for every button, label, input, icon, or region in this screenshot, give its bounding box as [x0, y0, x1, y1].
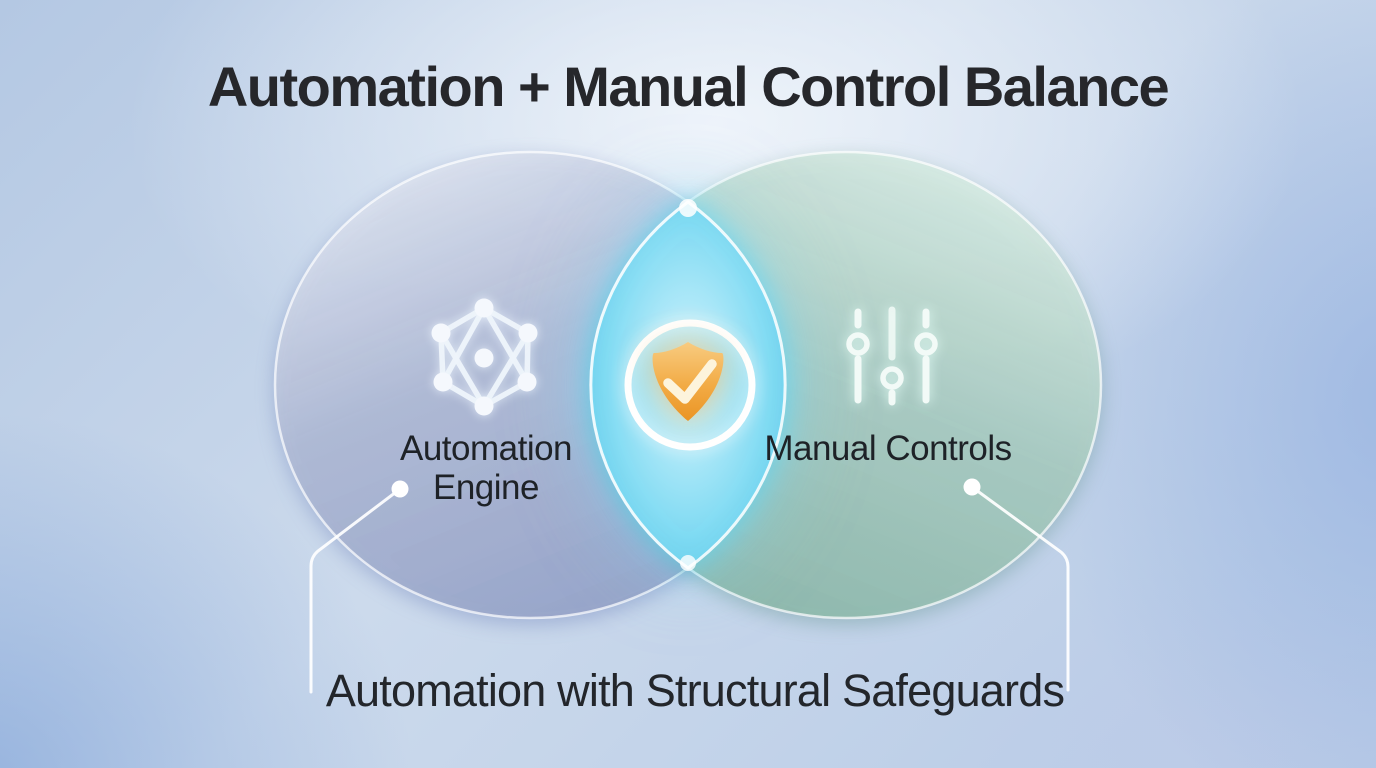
- network-nodes: [431, 298, 538, 416]
- left-circle-label: Automation Engine: [399, 429, 573, 507]
- left-connector: [309, 480, 409, 694]
- caption-text: Automation with Structural Safeguards: [325, 665, 1065, 716]
- right-connector-line: [970, 485, 1070, 692]
- shield-shape: [652, 342, 724, 421]
- sliders-icon: [846, 306, 938, 406]
- bottom-pinch-bead: [680, 555, 696, 571]
- badge-ring: [624, 319, 756, 451]
- network-nodes-icon: [431, 298, 538, 416]
- right-connector-dot: [963, 478, 981, 496]
- checkmark: [663, 359, 717, 404]
- right-circle-label: Manual Controls: [764, 429, 1012, 468]
- top-pinch-bead: [679, 199, 697, 217]
- shield-check-icon: [624, 319, 756, 451]
- left-connector-dot: [391, 480, 409, 498]
- page-title: Automation + Manual Control Balance: [207, 55, 1170, 118]
- right-connector: [963, 478, 1070, 692]
- left-connector-line: [309, 487, 402, 694]
